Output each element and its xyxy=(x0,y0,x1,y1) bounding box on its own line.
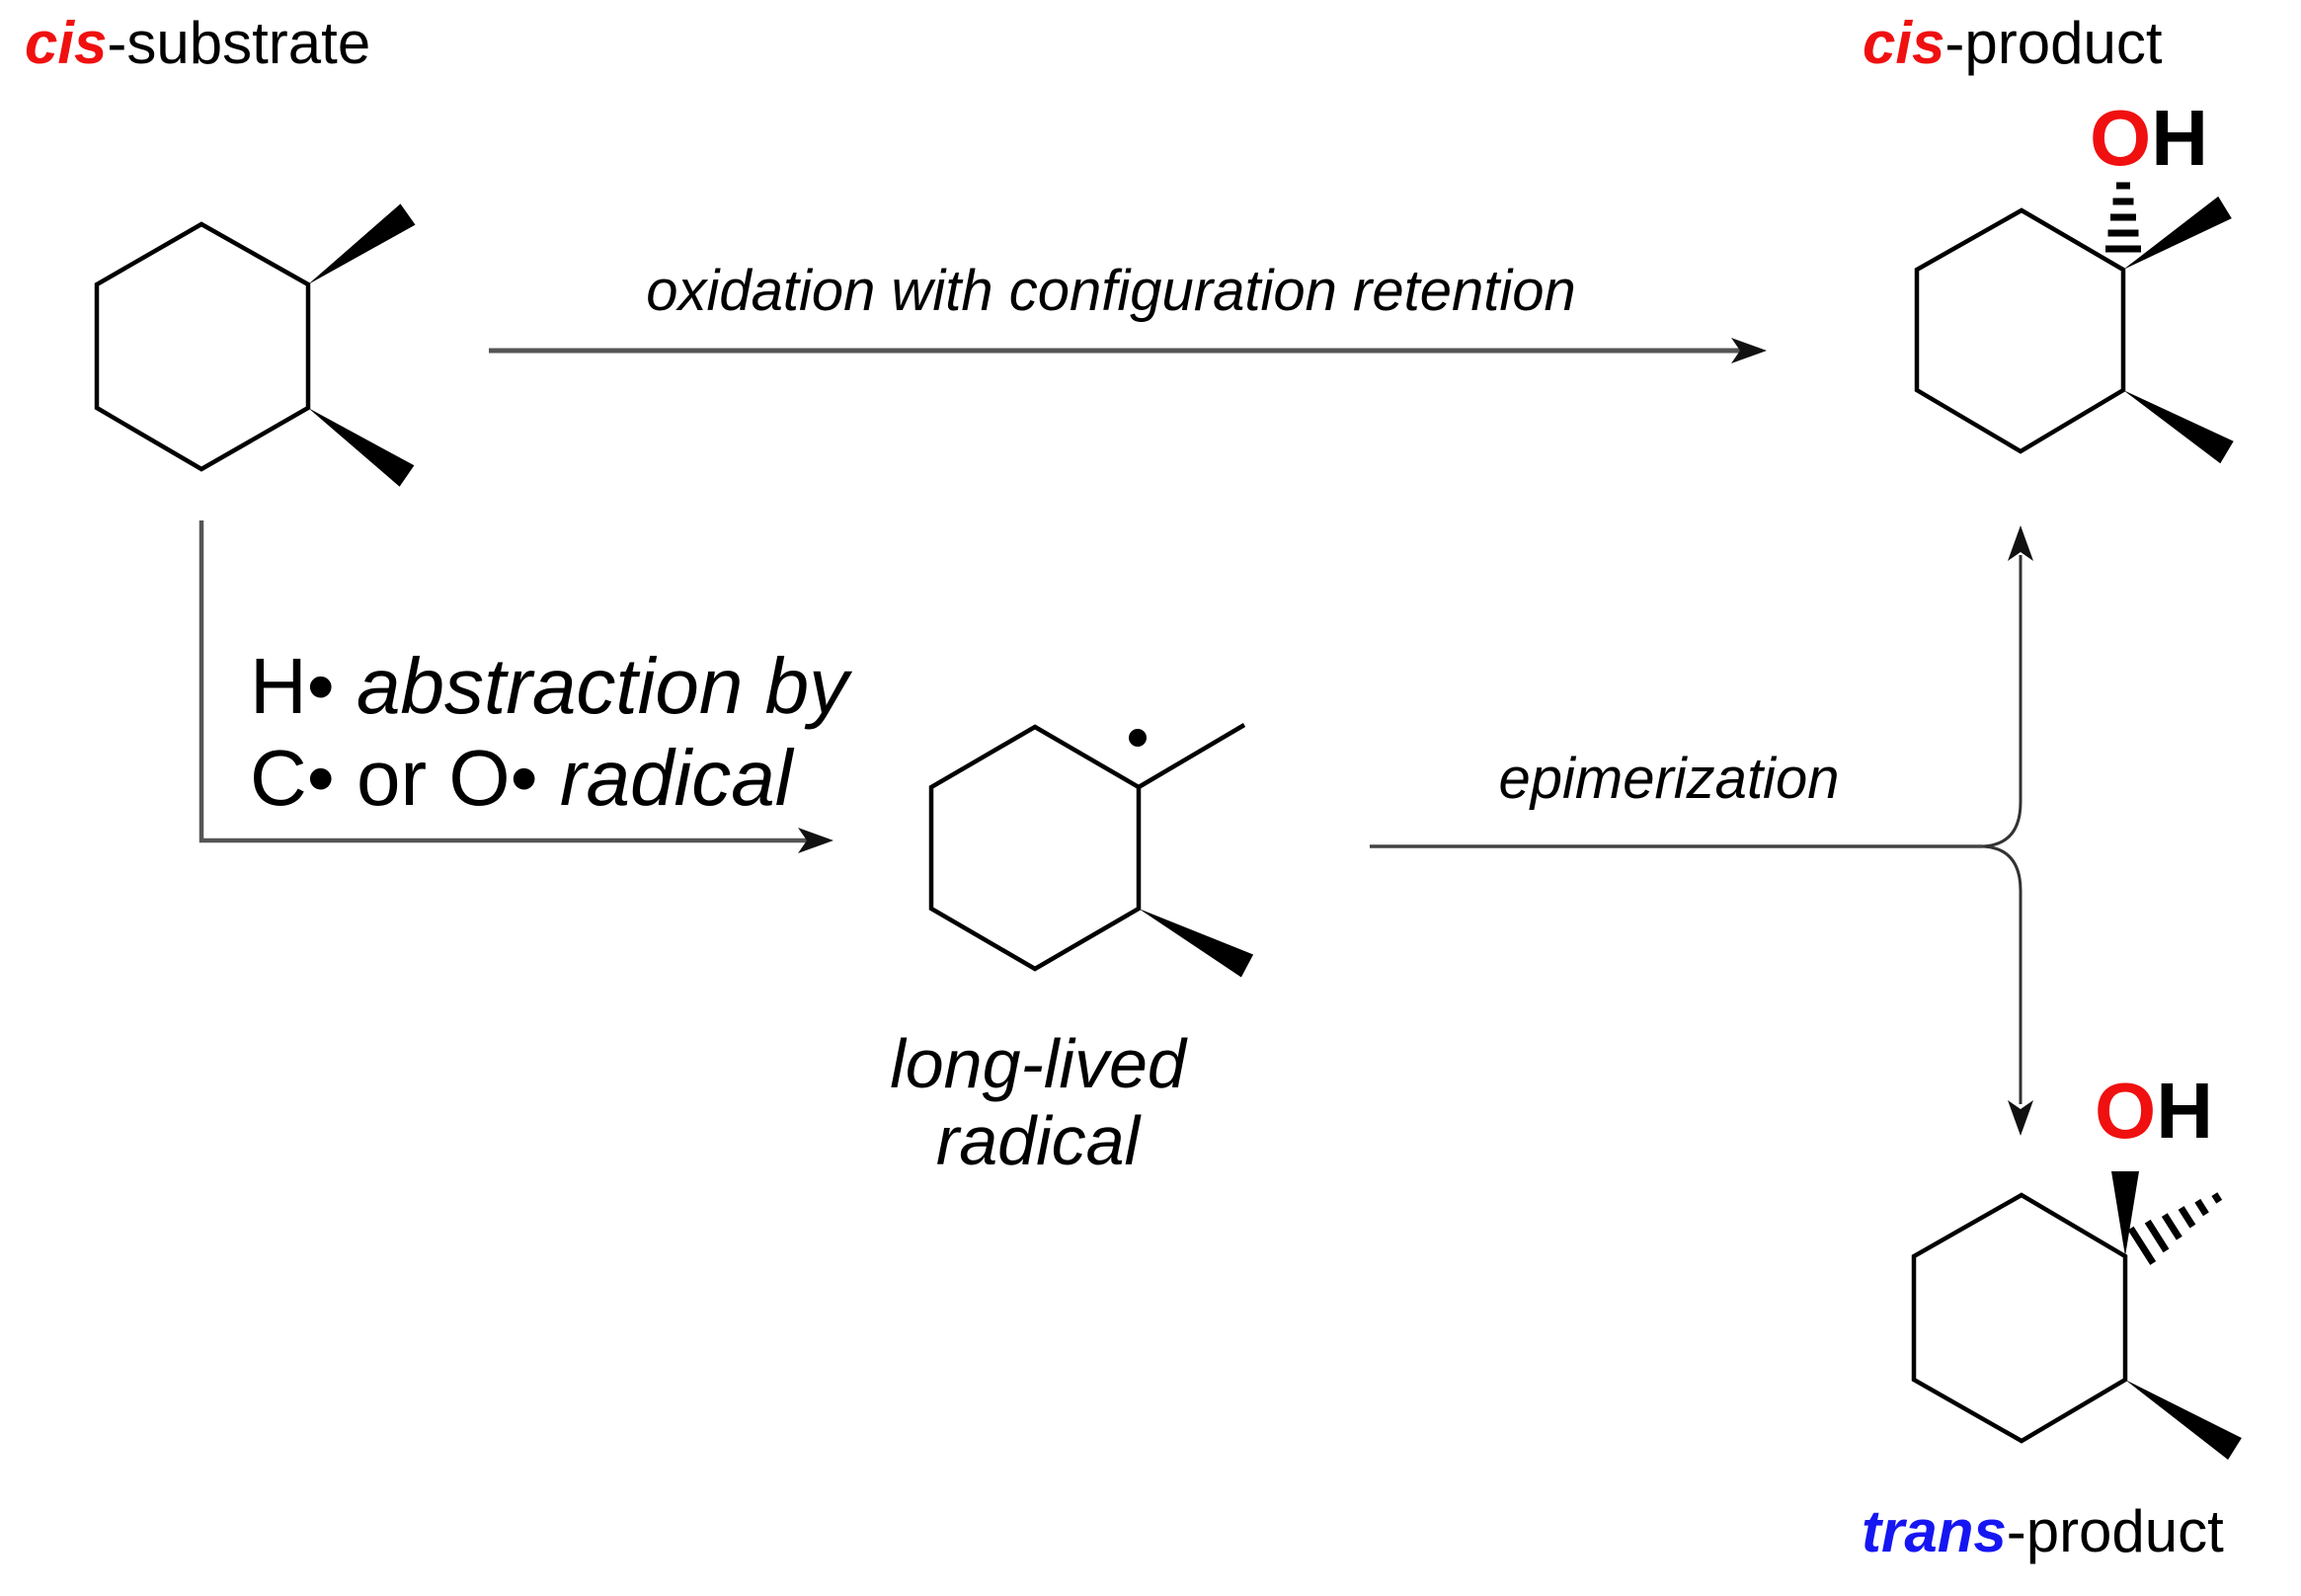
oxidation-arrow-label: oxidation with configuration retention xyxy=(646,259,1576,323)
cis-substrate-structure xyxy=(94,203,416,487)
cis-product-rest: -product xyxy=(1944,10,2163,76)
abstraction-arrow xyxy=(198,520,833,853)
radical-dot xyxy=(1129,729,1147,747)
cis-substrate-rest: -substrate xyxy=(107,10,371,76)
arrowhead-right xyxy=(1731,338,1767,363)
arrowhead-down xyxy=(2008,1100,2033,1136)
radical-caption-line1: long-lived xyxy=(890,1025,1186,1102)
oxidation-arrow xyxy=(489,338,1767,363)
wedge-bond-methyl-down xyxy=(1139,909,1254,978)
fork-down-branch xyxy=(1982,844,2023,1104)
wedge-bond-methyl-down xyxy=(2123,390,2234,464)
wedge-bond-methyl-down xyxy=(308,408,415,487)
plain-bond-methyl xyxy=(1137,723,1246,789)
abstraction-label-line2: C• or O• radical xyxy=(250,739,793,818)
cis-product-structure xyxy=(1914,182,2234,464)
trans-product-rest: -product xyxy=(2006,1498,2224,1564)
radical-text: radical xyxy=(559,734,793,822)
fork-up-branch xyxy=(1982,555,2023,848)
arrowhead-right xyxy=(798,828,833,853)
c-o-radical-prefix: C• or O• xyxy=(250,734,560,822)
cis-product-stereo: cis xyxy=(1863,10,1945,76)
cyclohexane-ring xyxy=(1914,207,2126,454)
arrowhead-up xyxy=(2008,525,2033,561)
h-radical-prefix: H• xyxy=(250,642,357,730)
hashed-bond-oh xyxy=(2105,182,2141,253)
cis-substrate-label: cis-substrate xyxy=(25,14,370,73)
hashed-bond-methyl xyxy=(2127,1192,2223,1265)
cis-product-label: cis-product xyxy=(1863,14,2163,73)
oxygen-atom: O xyxy=(2095,1067,2157,1155)
trans-product-structure xyxy=(1911,1171,2242,1460)
radical-structure xyxy=(928,723,1254,978)
epimerization-arrow xyxy=(1370,525,2033,1136)
hydrogen-atom: H xyxy=(2156,1067,2214,1155)
epimerization-arrow-label: epimerization xyxy=(1498,747,1840,811)
wedge-bond-methyl-up xyxy=(2123,196,2232,270)
wedge-bond-methyl-up xyxy=(308,203,416,284)
trans-product-oh-label: OH xyxy=(2095,1072,2213,1151)
wedge-bond-methyl-down xyxy=(2125,1380,2242,1460)
cis-substrate-stereo: cis xyxy=(25,10,108,76)
cyclohexane-ring xyxy=(928,724,1142,972)
wedge-bond-oh xyxy=(2111,1171,2139,1256)
cis-product-oh-label: OH xyxy=(2090,99,2208,178)
radical-caption-line2: radical xyxy=(935,1102,1141,1179)
cyclohexane-ring xyxy=(1911,1192,2128,1444)
abstraction-label-line1: H• abstraction by xyxy=(250,647,848,726)
trans-product-label: trans-product xyxy=(1862,1502,2224,1561)
hydrogen-atom: H xyxy=(2151,94,2209,182)
cyclohexane-ring xyxy=(94,221,311,472)
trans-product-stereo: trans xyxy=(1862,1498,2007,1564)
oxygen-atom: O xyxy=(2090,94,2152,182)
abstraction-text: abstraction by xyxy=(357,642,849,730)
